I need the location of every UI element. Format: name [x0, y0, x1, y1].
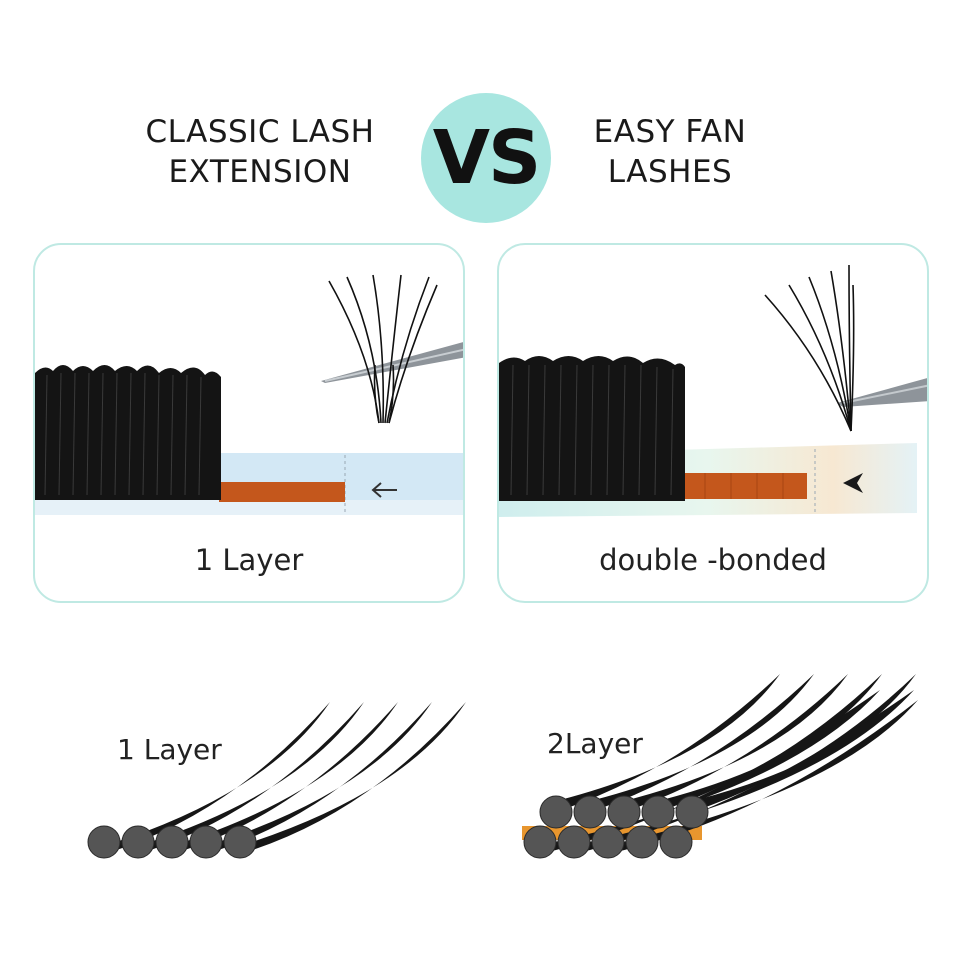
one-layer-label: 1 Layer — [117, 733, 222, 766]
classic-lash-panel: 1 Layer — [33, 243, 465, 603]
one-layer-diagram — [87, 702, 466, 859]
classic-heading-line2: EXTENSION — [168, 154, 352, 190]
bond-tape — [219, 482, 345, 502]
classic-heading-line1: CLASSIC LASH — [145, 114, 375, 150]
classic-lash-photo — [35, 274, 463, 515]
classic-lash-heading: CLASSIC LASH EXTENSION — [110, 112, 410, 192]
lash-block — [499, 356, 685, 501]
lash-block — [35, 365, 221, 500]
vs-badge: VS — [421, 93, 551, 223]
two-layer-diagram — [522, 674, 918, 859]
bond-tape — [679, 473, 807, 499]
lash-bundle-icon — [328, 274, 438, 424]
two-layer-label: 2Layer — [547, 727, 643, 760]
fan-heading-line1: EASY FAN — [593, 114, 747, 150]
left-arrow-icon — [843, 473, 863, 493]
easy-fan-panel: double -bonded — [497, 243, 929, 603]
classic-panel-caption: 1 Layer — [194, 543, 304, 577]
easy-fan-photo — [499, 264, 927, 517]
fan-heading-line2: LASHES — [607, 154, 733, 190]
fan-panel-caption: double -bonded — [599, 543, 827, 577]
left-arrow-icon — [371, 482, 397, 498]
easy-fan-heading: EASY FAN LASHES — [520, 112, 820, 192]
layer-comparison-diagram — [87, 674, 918, 859]
fan-lash-icon — [764, 264, 855, 432]
